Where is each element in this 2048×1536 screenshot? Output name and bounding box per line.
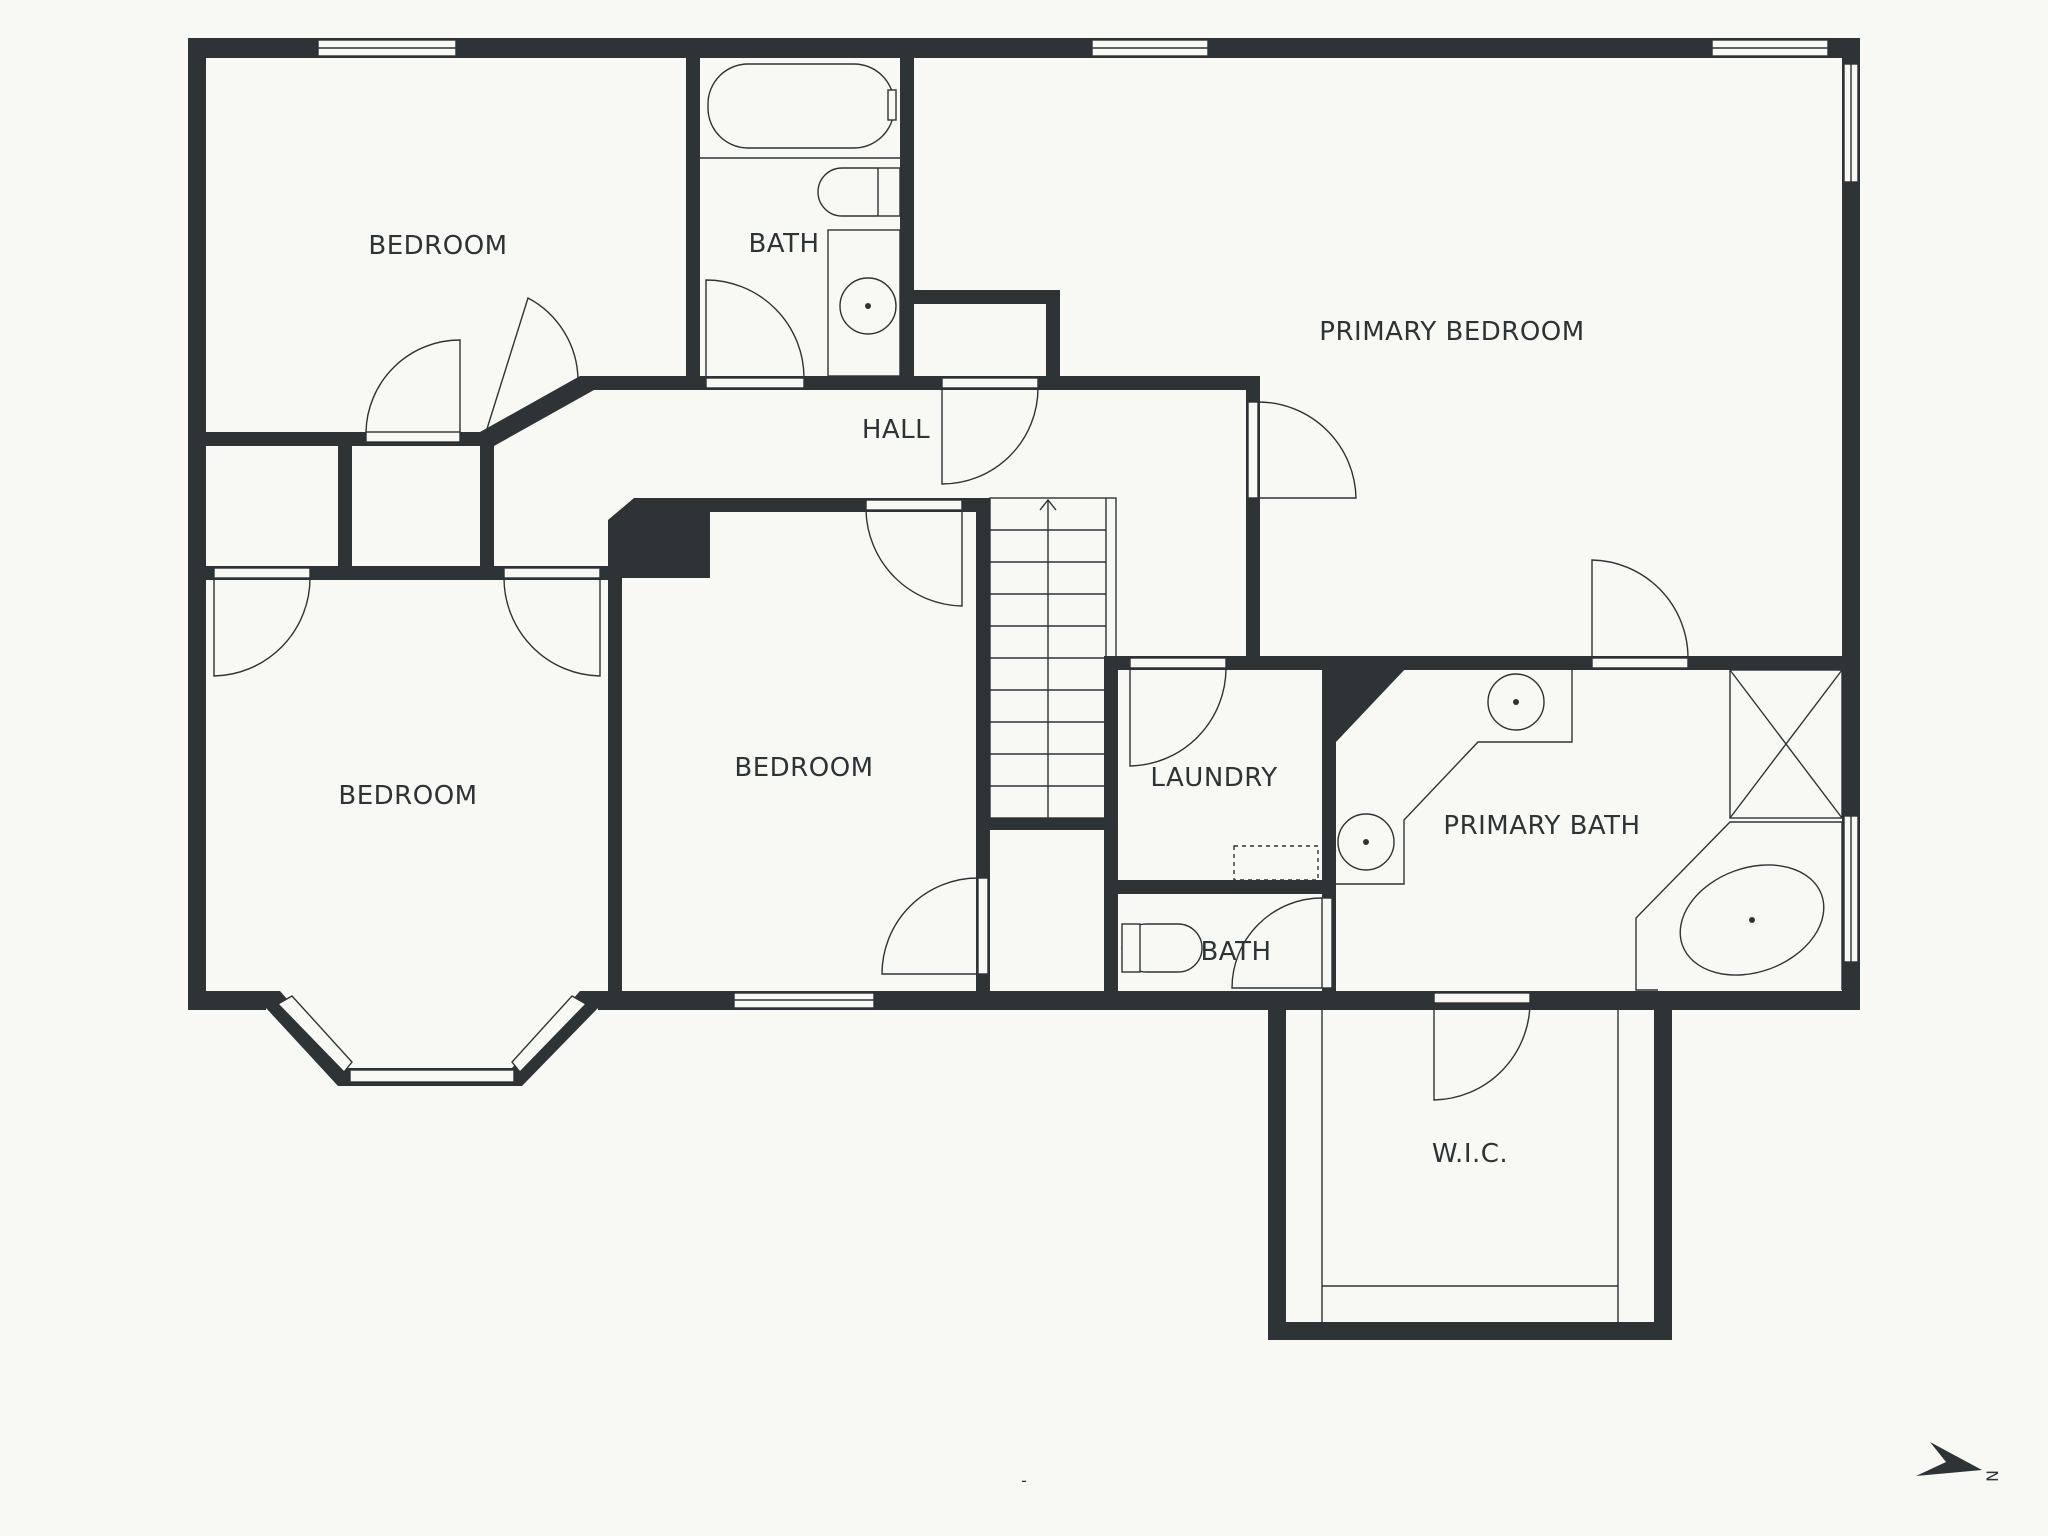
wall-closet-b [480,440,494,576]
label-bedroom-2: BEDROOM [338,781,477,811]
label-bedroom-1: BEDROOM [368,231,507,261]
wall-hall-top [580,376,1260,390]
wall-wic-right [1654,991,1672,1340]
windows [266,39,1859,1086]
label-wic: W.I.C. [1432,1139,1508,1169]
doors [213,279,1689,1101]
wall-laundry-left [1104,656,1118,1010]
wall-top [188,38,1860,58]
label-primary-bath: PRIMARY BATH [1443,811,1640,841]
label-laundry: LAUNDRY [1150,763,1277,793]
label-bath-2: BATH [1200,937,1271,967]
north-arrow-icon: N [1916,1442,2002,1482]
shower [1729,669,1843,819]
wall-left [188,38,206,1010]
label-hall: HALL [862,415,930,445]
wall-notch-right [1046,290,1060,390]
staircase [989,497,1117,819]
wall-wic-bottom [1268,1322,1672,1340]
wall-primary-bath-corner [1322,666,1408,742]
wall-bottom-left [188,991,266,1010]
wall-notch-top [900,290,1060,304]
wall-laundry-bottom [1104,880,1336,894]
wall-stair-bottom [976,818,1116,830]
room-labels: BEDROOM BATH PRIMARY BEDROOM HALL BEDROO… [338,229,1640,1169]
fixtures [700,63,1843,1322]
wall-block [608,498,710,578]
wall-bed2-bed3 [608,566,622,1010]
wall-bottom-mid [598,991,1268,1010]
compass-letter: N [1983,1470,2002,1482]
footer-dash: - [1021,1471,1027,1490]
wall-closet-a [338,440,352,576]
wall-wic-left [1268,991,1286,1340]
wall-bath1-right [900,38,914,390]
label-primary-bedroom: PRIMARY BEDROOM [1319,317,1584,347]
wall-bedroom1-right [686,38,700,390]
wall-angled [480,376,594,446]
wall-right [1842,38,1860,1010]
label-bath-1: BATH [748,229,819,259]
label-bedroom-3: BEDROOM [734,753,873,783]
bathtub [707,63,895,149]
washer-outline [1233,845,1319,881]
wall-bottom-right [1268,991,1860,1010]
